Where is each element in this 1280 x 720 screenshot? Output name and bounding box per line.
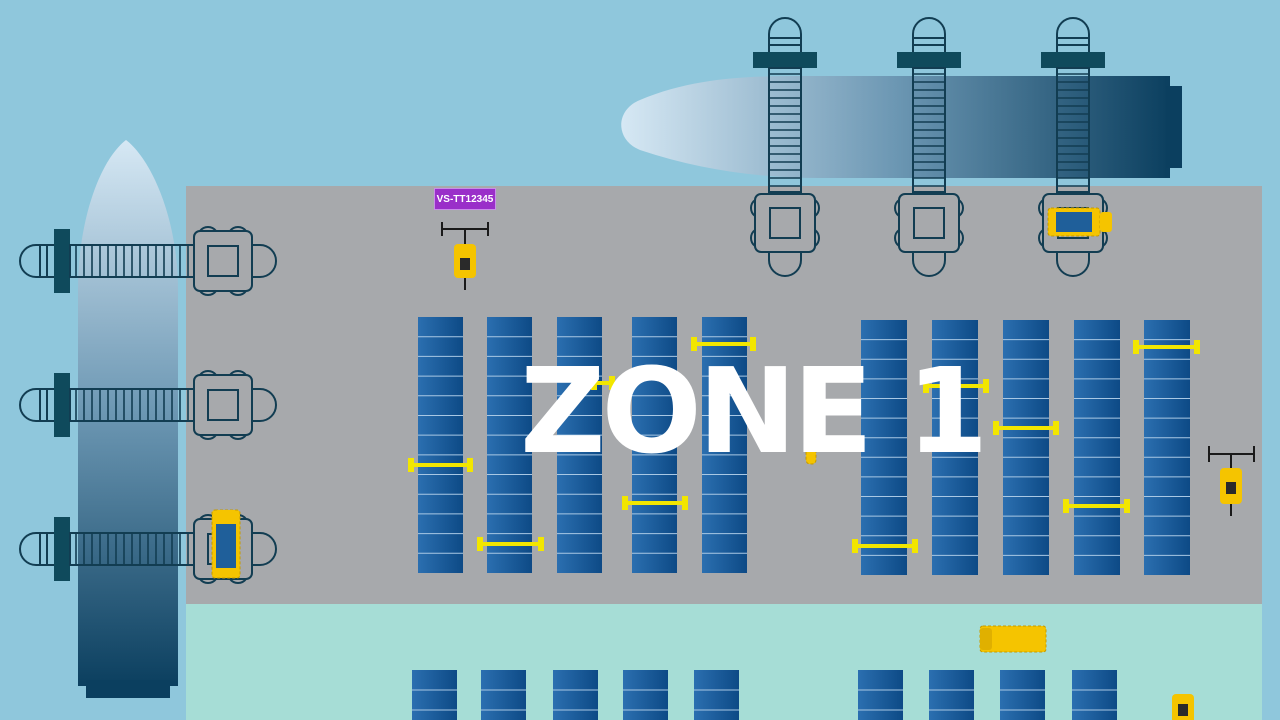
rtg-crane-icon xyxy=(1133,340,1200,354)
rtg-crane-icon xyxy=(852,539,918,553)
quay-crane-icon xyxy=(1038,17,1108,277)
container-stack-icon xyxy=(412,670,457,720)
ship-icon xyxy=(78,140,178,698)
rtg-crane-icon xyxy=(591,376,615,390)
vehicle-id-tag[interactable]: VS-TT12345 xyxy=(434,188,496,210)
container-stack-icon xyxy=(623,670,668,720)
quay-crane-icon xyxy=(19,370,277,440)
terminal-truck-icon xyxy=(1047,207,1112,237)
quay-cranes-top xyxy=(750,17,1108,277)
container-stack-icon xyxy=(694,670,739,720)
quay-crane-icon xyxy=(750,17,820,277)
terminal-truck-icon xyxy=(1172,694,1194,720)
container-stack-icon xyxy=(1000,670,1045,720)
terminal-truck-icon xyxy=(805,393,817,465)
rtg-crane-icon xyxy=(691,337,756,351)
zone-label: ZONE 1 xyxy=(520,342,988,480)
rtg-crane-icon xyxy=(408,458,473,472)
container-stack-icon xyxy=(1003,320,1049,575)
container-stack-icon xyxy=(1072,670,1117,720)
container-stack-icon xyxy=(702,317,747,573)
terminal-truck-icon xyxy=(1208,446,1255,516)
terminal-truck-icon xyxy=(979,625,1047,653)
container-stack-icon xyxy=(861,320,907,575)
container-stack-icon xyxy=(858,670,903,720)
rtg-crane-icon xyxy=(622,496,688,510)
quay-crane-icon xyxy=(19,226,277,296)
container-stack-icon xyxy=(632,317,677,573)
rtg-crane-icon xyxy=(993,421,1059,435)
rtg-crane-icon xyxy=(1063,499,1130,513)
container-stack-icon xyxy=(932,320,978,575)
container-stack-icon xyxy=(418,317,463,573)
container-stack-icon xyxy=(481,670,526,720)
quay-crane-icon xyxy=(894,17,964,277)
container-stacks xyxy=(412,317,1190,720)
terminal-truck-icon xyxy=(441,222,489,290)
rtg-crane-icon xyxy=(923,379,989,393)
container-stack-icon xyxy=(929,670,974,720)
vehicles xyxy=(211,207,1255,720)
container-stack-icon xyxy=(553,670,598,720)
ship-icon xyxy=(621,75,1182,178)
terminal-truck-icon xyxy=(211,509,241,579)
container-stack-icon xyxy=(1074,320,1120,575)
rtg-crane-icon xyxy=(477,537,544,551)
rtg-cranes xyxy=(408,337,1200,553)
container-stack-icon xyxy=(487,317,532,573)
container-stack-icon xyxy=(1144,320,1190,575)
